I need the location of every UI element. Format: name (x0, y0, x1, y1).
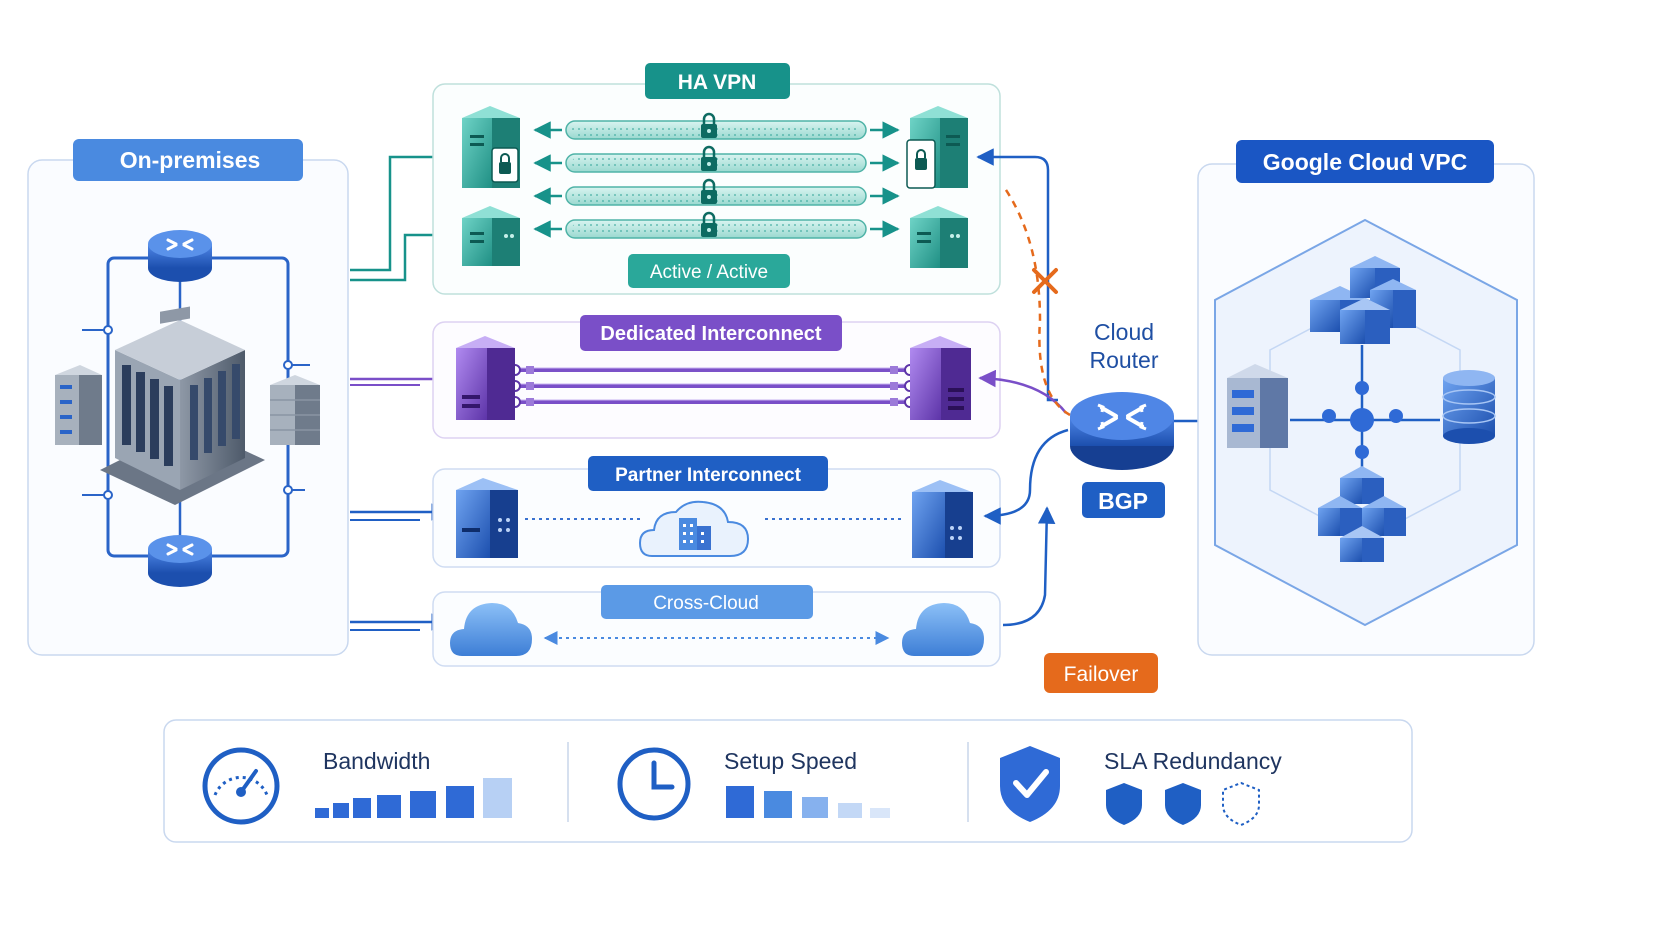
vpn-tunnel (533, 211, 900, 239)
onprem-panel: On-premises (27, 139, 349, 656)
onprem-router-bottom-icon (148, 535, 212, 587)
shield-icon (1165, 783, 1201, 825)
metrics-bar: Bandwidth Setup Speed SLA Re (163, 719, 1413, 843)
shield-check-icon (1000, 746, 1060, 822)
bandwidth-label: Bandwidth (323, 748, 430, 774)
vpn-tunnel (533, 112, 900, 140)
vpn-tunnel (533, 178, 900, 206)
failover-label: Failover (1064, 663, 1139, 686)
onprem-label-bg (73, 139, 303, 181)
dedicated-interconnect-panel: Dedicated Interconnect (432, 315, 1001, 439)
lock-icon (701, 145, 717, 171)
vpn-gateway-left-icon (462, 106, 520, 266)
ha-vpn-panel: HA VPN (432, 63, 1001, 295)
shield-outline-icon (1222, 781, 1260, 827)
vpc-server-icon (1227, 364, 1288, 448)
vpn-tunnels (533, 112, 900, 239)
cross-cloud-panel: Cross-Cloud (432, 585, 1001, 667)
lock-icon (701, 112, 717, 138)
cloud-router: Cloud Router BGP (1070, 319, 1174, 518)
cross-cloud-title: Cross-Cloud (653, 593, 759, 614)
gcp-vpc-panel: Google Cloud VPC (1197, 140, 1535, 656)
shield-icon (1106, 783, 1142, 825)
lock-icon (701, 178, 717, 204)
dedicated-device-left-icon (456, 336, 515, 420)
ha-vpn-mode-label: Active / Active (650, 262, 768, 283)
onprem-router-top-icon (148, 230, 212, 282)
onprem-server-rack-left-icon (55, 365, 102, 445)
failover-path (1002, 186, 1071, 417)
router-label-line1: Cloud (1094, 319, 1154, 345)
sla-redundancy-label: SLA Redundancy (1104, 748, 1282, 774)
lock-icon (701, 211, 717, 237)
datacenter-building-icon (100, 306, 265, 505)
dedicated-device-right-icon (910, 336, 971, 420)
onprem-label: On-premises (120, 147, 261, 173)
cloud-router-icon (1070, 392, 1174, 470)
partner-title: Partner Interconnect (615, 465, 801, 486)
router-label-line2: Router (1089, 347, 1158, 373)
partner-device-left-icon (456, 478, 518, 558)
partner-device-right-icon (912, 480, 973, 558)
setup-speed-label: Setup Speed (724, 748, 857, 774)
cross-cloud-right-cloud-icon (902, 603, 984, 656)
cross-cloud-left-cloud-icon (450, 603, 532, 656)
sla-shields (1106, 781, 1260, 827)
onprem-server-rack-right-icon (270, 375, 320, 445)
vpc-storage-cluster-icon (1318, 466, 1406, 562)
clock-icon (617, 747, 691, 821)
bandwidth-bars (315, 778, 512, 818)
setup-speed-bars (726, 786, 890, 818)
ha-vpn-title: HA VPN (678, 71, 757, 94)
dedicated-title: Dedicated Interconnect (600, 323, 822, 345)
vpc-database-icon (1442, 370, 1496, 444)
failover-badge: Failover (1044, 653, 1158, 693)
gcp-label: Google Cloud VPC (1263, 149, 1467, 175)
vpn-tunnel (533, 145, 900, 173)
speedometer-icon (202, 747, 280, 825)
failover-cross-icon (1032, 268, 1058, 294)
bgp-label: BGP (1098, 488, 1148, 514)
partner-interconnect-panel: Partner Interconnect (432, 456, 1001, 568)
partner-provider-cloud-icon (638, 500, 750, 557)
onprem-uplinks (350, 148, 454, 631)
vpn-gateway-right-icon (906, 106, 968, 268)
vpc-compute-cluster-icon (1310, 256, 1416, 344)
router-links (976, 148, 1222, 627)
vpc-mesh-nodes (1322, 381, 1403, 459)
dedicated-links (509, 364, 916, 408)
